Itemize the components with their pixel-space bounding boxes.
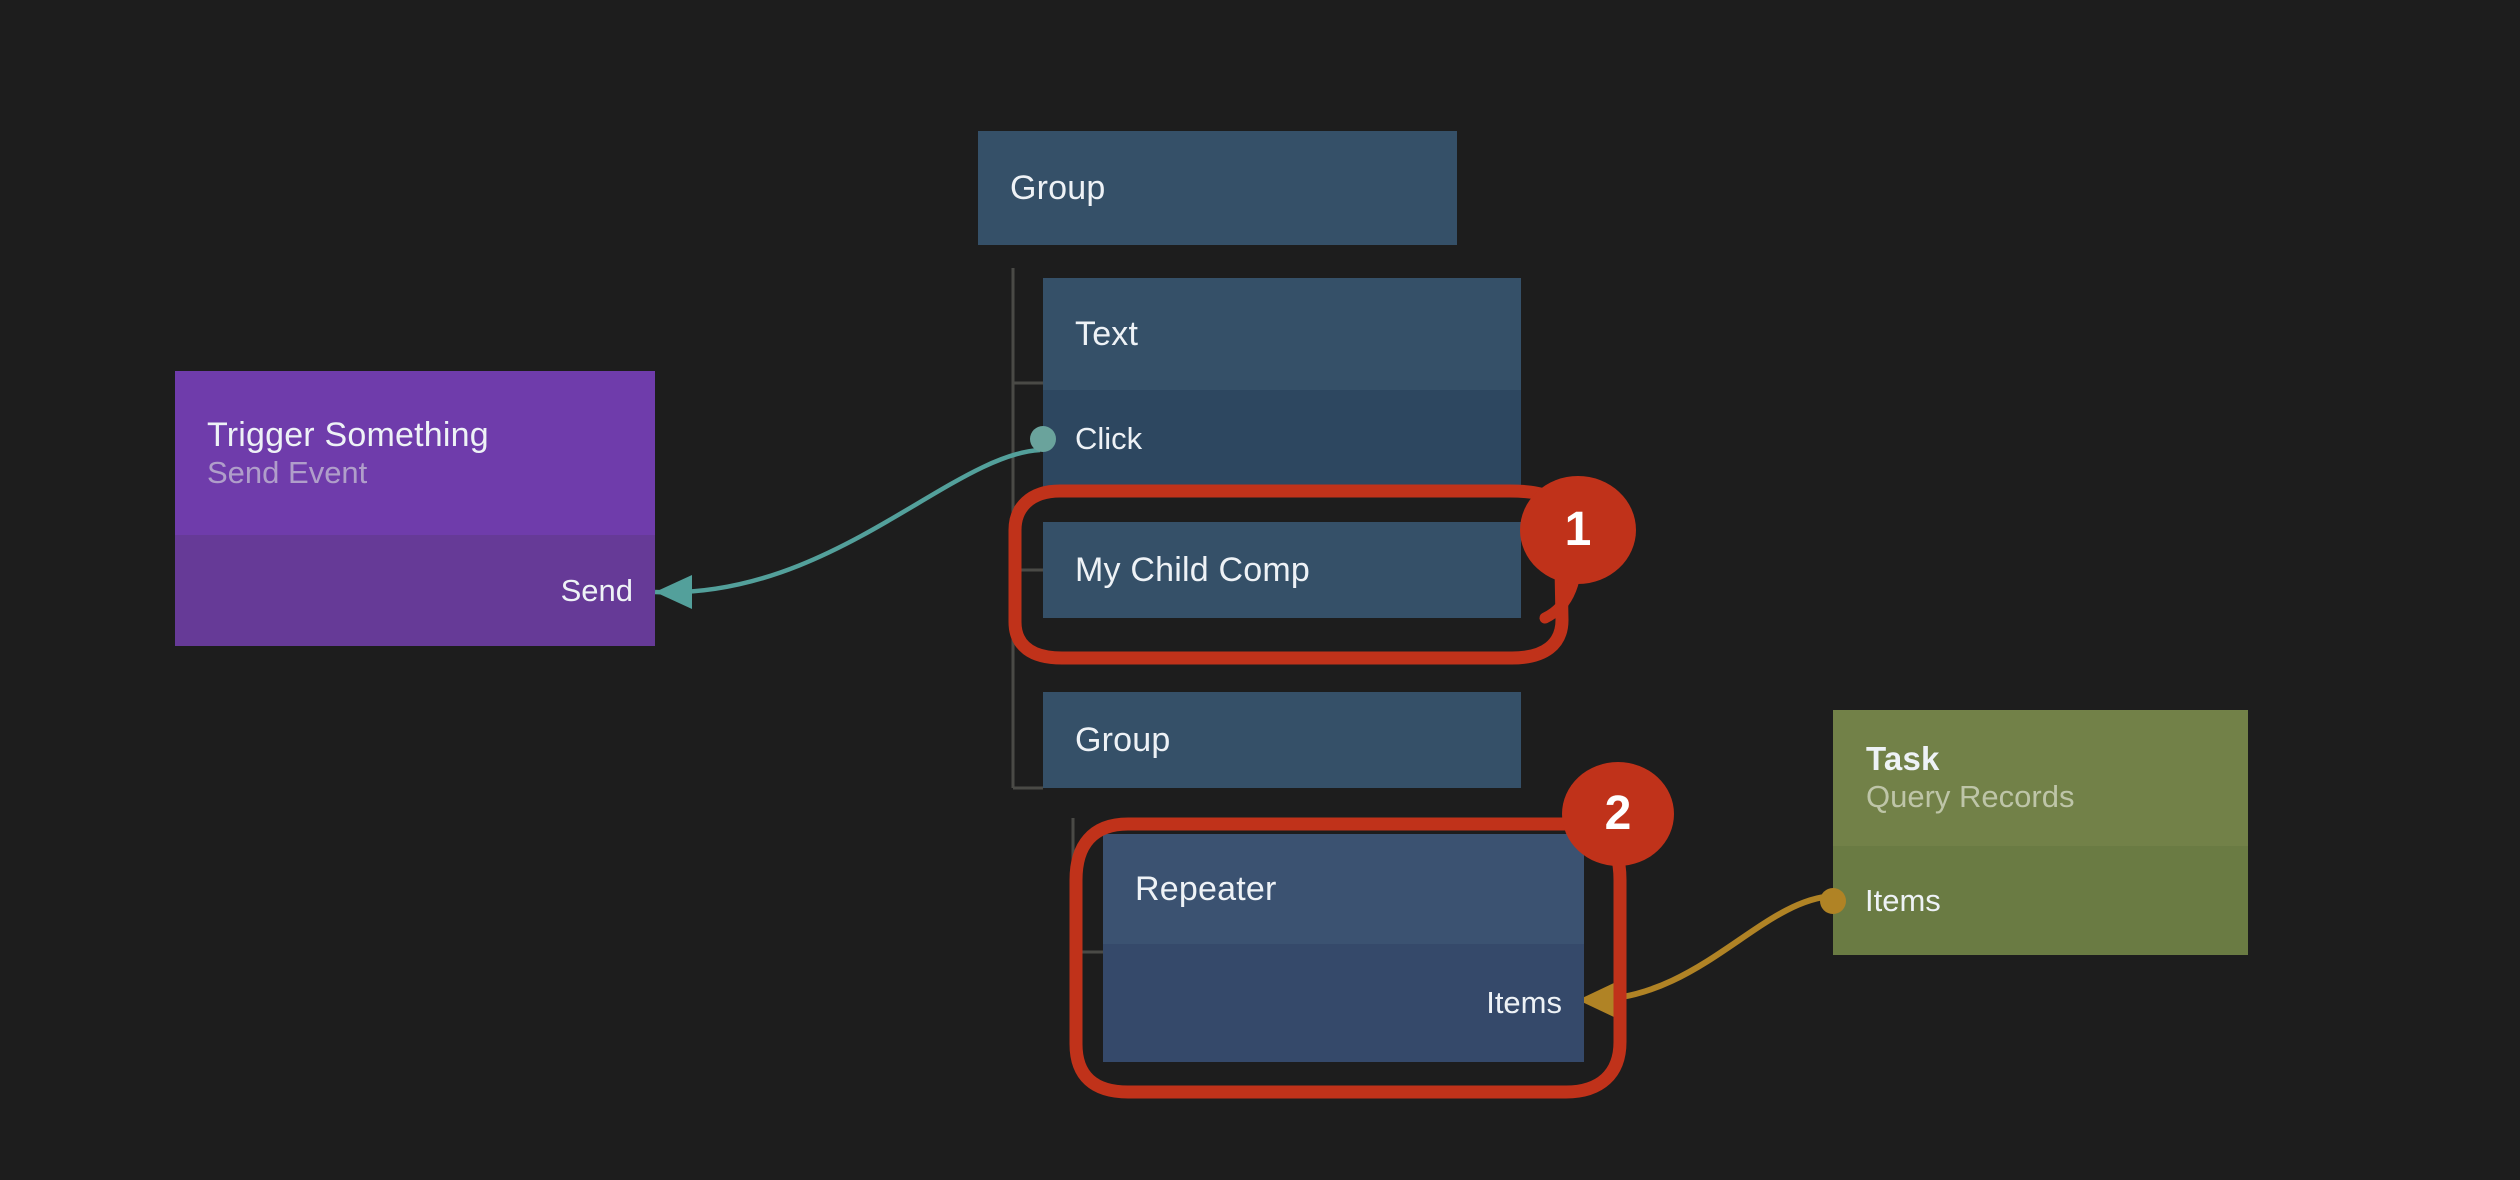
node-my-child-comp[interactable]: My Child Comp	[1043, 522, 1521, 618]
port-row-send[interactable]: Send	[175, 535, 655, 646]
port-dot-click[interactable]	[1030, 426, 1056, 452]
port-row-items[interactable]: Items	[1103, 944, 1584, 1062]
port-label-click: Click	[1075, 421, 1143, 456]
node-header: Group	[978, 131, 1457, 245]
node-body: Send	[175, 535, 655, 646]
wire-click-to-send	[654, 447, 1041, 609]
node-body: Click	[1030, 390, 1521, 488]
port-row-items[interactable]: Items	[1820, 846, 2248, 955]
wire-items-to-items	[1578, 893, 1834, 1018]
node-body: Items	[1820, 846, 2248, 955]
port-label-items: Items	[1865, 882, 1941, 918]
annotation-badge-1-number: 1	[1564, 503, 1592, 556]
node-subtitle: Query Records	[1866, 779, 2075, 815]
node-title: Task	[1866, 740, 1940, 778]
port-row-click[interactable]: Click	[1030, 390, 1521, 488]
node-subtitle: Send Event	[207, 454, 368, 490]
node-task[interactable]: Task Query Records Items	[1820, 710, 2248, 955]
node-group-root[interactable]: Group	[978, 131, 1457, 245]
node-title: Trigger Something	[207, 415, 489, 454]
node-group-child[interactable]: Group	[1043, 692, 1521, 788]
node-header: Trigger Something Send Event	[175, 371, 655, 535]
node-header: Text	[1043, 278, 1521, 390]
node-header: Group	[1043, 692, 1521, 788]
node-header: Repeater	[1103, 834, 1584, 944]
annotation-badge-2-number: 2	[1604, 787, 1632, 840]
node-text[interactable]: Text Click	[1030, 278, 1521, 488]
node-header: Task Query Records	[1833, 710, 2248, 846]
node-title: Repeater	[1135, 869, 1277, 908]
port-dot-items[interactable]	[1820, 887, 1846, 914]
node-title: Group	[1075, 720, 1171, 759]
node-title: Text	[1075, 314, 1139, 353]
node-trigger-something[interactable]: Trigger Something Send Event Send	[175, 371, 655, 646]
node-title: Group	[1010, 168, 1106, 207]
node-repeater[interactable]: Repeater Items	[1103, 834, 1584, 1062]
port-label-items: Items	[1486, 985, 1562, 1020]
port-label-send: Send	[560, 572, 633, 608]
node-body: Items	[1103, 944, 1584, 1062]
node-header: My Child Comp	[1043, 522, 1521, 618]
node-title: My Child Comp	[1075, 550, 1310, 589]
